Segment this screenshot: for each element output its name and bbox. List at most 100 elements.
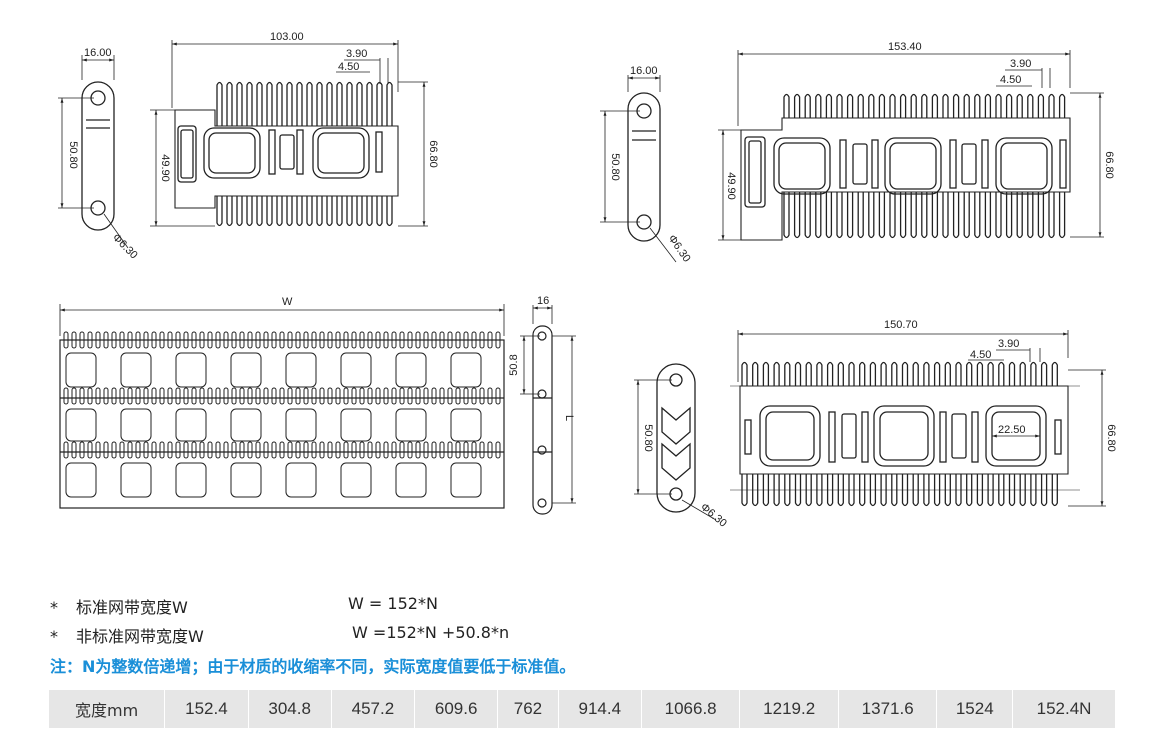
module-tooth — [366, 196, 373, 227]
assembly-tooth — [407, 387, 413, 405]
module-tooth — [236, 81, 243, 126]
module-tooth — [933, 361, 941, 386]
assembly-tooth — [279, 441, 285, 459]
assembly-tooth — [143, 331, 149, 349]
side-pitch-label-2: 50.80 — [609, 153, 621, 181]
assembly-opening — [340, 462, 372, 498]
module-tooth — [1016, 93, 1023, 118]
module-tooth — [356, 81, 363, 126]
module-tooth — [826, 474, 834, 507]
width-spec-header: 宽度mm — [75, 701, 139, 720]
assembly-tooth — [255, 441, 261, 459]
assembly-tooth — [399, 441, 405, 459]
assembly-tooth — [351, 387, 357, 405]
module-tooth — [376, 196, 383, 227]
module-tooth — [987, 361, 994, 386]
assembly-tooth — [167, 441, 173, 459]
assembly-tooth — [391, 331, 397, 349]
module-tooth — [816, 361, 823, 386]
side-pitch-label-1: 50.80 — [67, 141, 79, 169]
side-width-label-2: 16.00 — [630, 65, 658, 77]
assembly-tooth — [127, 387, 133, 405]
shrinkage-remark: 注：N为整数倍递增；由于材质的收缩率不同，实际宽度值要低于标准值。 — [50, 657, 576, 676]
module-tooth — [837, 474, 844, 507]
module-tooth — [976, 474, 984, 507]
module-tooth — [793, 192, 801, 239]
assembly-tooth — [295, 441, 301, 459]
assembly-opening — [395, 408, 427, 442]
module-tooth — [804, 93, 811, 118]
module-tooth — [784, 361, 791, 386]
module-tooth — [912, 474, 919, 507]
width-spec-cell: 304.8 — [247, 690, 332, 728]
assembly-tooth — [423, 331, 429, 349]
module-tooth — [995, 192, 1002, 239]
module-tooth — [955, 474, 962, 507]
assembly-tooth — [303, 387, 309, 405]
assembly-tooth — [327, 441, 333, 459]
assembly-tooth — [351, 331, 357, 349]
standard-width-label: 标准网带宽度W — [76, 598, 188, 617]
assembly-tooth — [463, 331, 469, 349]
module-tooth — [974, 93, 981, 118]
assembly-opening — [450, 352, 482, 388]
assembly-tooth — [479, 387, 485, 405]
assembly-tooth — [479, 331, 485, 349]
assembly-tooth — [279, 331, 285, 349]
assembly-tooth — [183, 441, 189, 459]
module-tooth — [923, 361, 930, 386]
width-label-3: 150.70 — [884, 319, 918, 331]
assembly-tooth — [359, 331, 365, 349]
assembly-tooth — [319, 387, 325, 405]
assembly-tooth — [423, 387, 429, 405]
module-tooth — [276, 81, 283, 126]
module-tooth — [921, 93, 928, 118]
module-tooth — [963, 93, 970, 118]
assembly-tooth — [151, 331, 157, 349]
assembly-tooth — [303, 441, 309, 459]
module-tooth — [794, 361, 802, 386]
inner-height-label-2: 49.90 — [725, 172, 737, 200]
width-spec-cell: 1371.6 — [837, 690, 937, 728]
module-tooth — [316, 196, 323, 227]
assembly-tooth — [431, 441, 437, 459]
outer-height-label-2: 66.80 — [1103, 151, 1115, 179]
module-tooth — [386, 196, 393, 227]
assembly-tooth — [95, 387, 101, 405]
module-tooth — [998, 361, 1005, 386]
width-spec-cell: 1066.8 — [640, 690, 740, 728]
assembly-tooth — [343, 441, 349, 459]
assembly-tooth — [127, 441, 133, 459]
assembly-tooth — [263, 441, 269, 459]
assembly-tooth — [263, 387, 269, 405]
module-tooth — [868, 93, 875, 118]
assembly-tooth — [455, 387, 461, 405]
assembly-tooth — [87, 441, 93, 459]
assembly-tooth — [191, 441, 197, 459]
assembly-opening — [285, 352, 317, 388]
assembly-tooth — [247, 387, 253, 405]
assembly-tooth — [135, 441, 141, 459]
module-tooth — [910, 192, 917, 239]
assembly-opening — [120, 408, 152, 442]
module-tooth — [955, 361, 962, 386]
assembly-tooth — [447, 331, 453, 349]
assembly-length-label: L — [563, 415, 575, 421]
width-label-1: 103.00 — [270, 31, 304, 43]
module-tooth — [891, 474, 898, 507]
assembly-tooth — [231, 441, 237, 459]
assembly-tooth — [103, 441, 109, 459]
assembly-tooth — [375, 387, 381, 405]
assembly-tooth — [223, 441, 229, 459]
module-tooth — [952, 93, 960, 118]
assembly-tooth — [287, 441, 293, 459]
assembly-tooth — [239, 387, 245, 405]
assembly-tooth — [63, 441, 69, 459]
assembly-tooth — [119, 331, 125, 349]
assembly-tooth — [111, 387, 117, 405]
module-tooth — [276, 196, 283, 227]
assembly-tooth — [207, 441, 213, 459]
module-tooth — [1040, 361, 1048, 386]
module-tooth — [889, 192, 896, 239]
module-tooth — [805, 474, 812, 507]
